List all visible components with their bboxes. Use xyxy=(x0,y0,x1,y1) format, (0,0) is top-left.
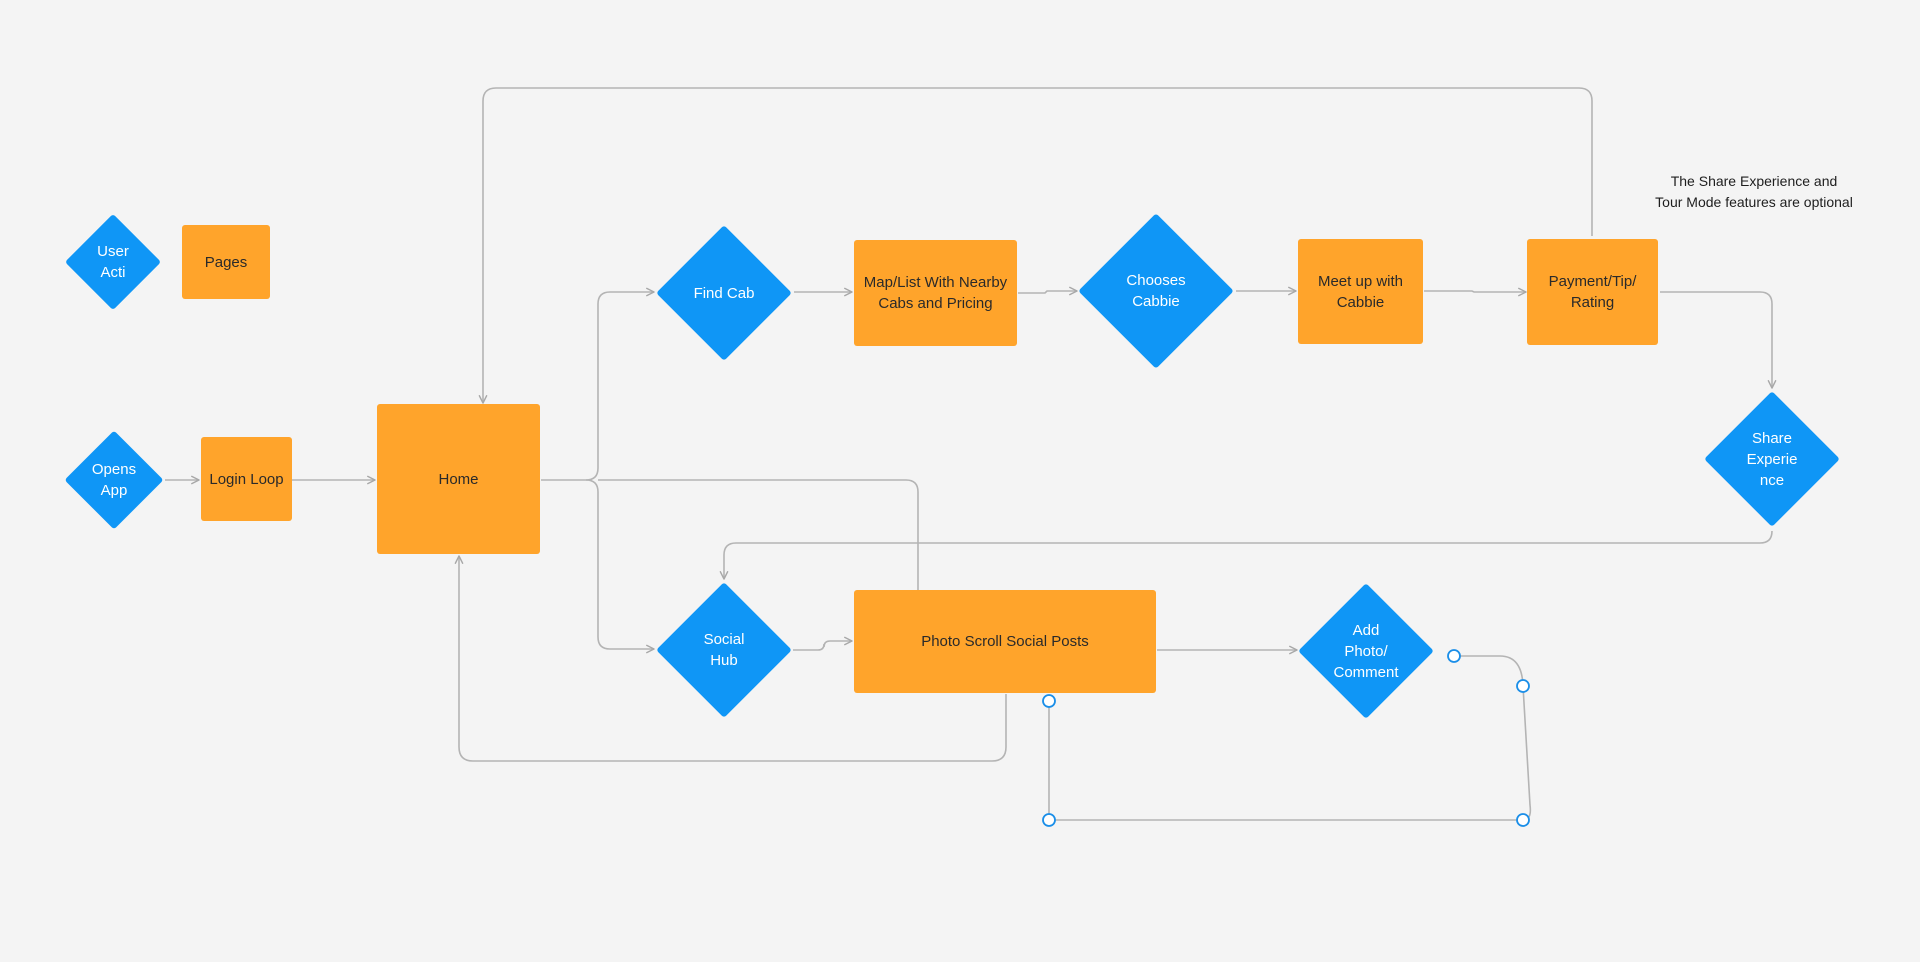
edge-payment-to-share[interactable] xyxy=(1660,291,1777,389)
node-chooses-cabbie[interactable]: Chooses Cabbie xyxy=(1078,213,1234,369)
legend-pages-label: Pages xyxy=(204,253,248,271)
selection-handle[interactable] xyxy=(1516,813,1530,827)
optional-features-note: The Share Experience and Tour Mode featu… xyxy=(1632,171,1876,213)
legend-pages[interactable]: Pages xyxy=(182,225,270,299)
node-meet-up[interactable]: Meet up with Cabbie xyxy=(1298,239,1423,344)
selection-handle[interactable] xyxy=(1516,679,1530,693)
note-line-1: The Share Experience and xyxy=(1670,173,1838,189)
node-opens-app-label: Opens App xyxy=(91,461,137,499)
node-social-hub-label: Social Hub xyxy=(703,631,745,669)
node-map-list[interactable]: Map/List With Nearby Cabs and Pricing xyxy=(854,240,1017,346)
node-home-label: Home xyxy=(438,470,479,488)
edge-meetup-to-payment[interactable] xyxy=(1424,287,1527,297)
edge-payment-to-home[interactable] xyxy=(478,87,1593,404)
node-photo-scroll-label: Photo Scroll Social Posts xyxy=(921,633,1089,650)
edge-home-to-social-hub[interactable] xyxy=(585,479,655,654)
node-login-loop-label: Login Loop xyxy=(209,470,284,488)
selection-handle[interactable] xyxy=(1042,694,1056,708)
node-add-photo-comment[interactable]: Add Photo/ Comment xyxy=(1298,582,1434,720)
node-payment[interactable]: Payment/Tip/ Rating xyxy=(1527,239,1658,345)
edge-photo-to-home[interactable] xyxy=(454,555,1007,762)
selection-handle[interactable] xyxy=(1447,649,1461,663)
node-share-experience[interactable]: Share Experie nce xyxy=(1704,390,1840,528)
node-home[interactable]: Home xyxy=(377,404,540,554)
node-payment-label: Payment/Tip/ Rating xyxy=(1548,273,1637,311)
node-find-cab[interactable]: Find Cab xyxy=(656,225,792,361)
node-share-experience-label: Share Experie nce xyxy=(1746,429,1798,489)
edge-home-to-photo-scroll[interactable] xyxy=(598,479,919,590)
edge-social-hub-to-photo[interactable] xyxy=(793,636,853,651)
edge-map-to-chooses[interactable] xyxy=(1018,286,1078,296)
node-add-photo-label: Add Photo/ Comment xyxy=(1333,621,1399,681)
node-login-loop[interactable]: Login Loop xyxy=(201,437,292,521)
node-chooses-cabbie-label: Chooses Cabbie xyxy=(1126,272,1186,310)
node-opens-app[interactable]: Opens App xyxy=(64,430,164,530)
edge-share-to-social-hub[interactable] xyxy=(719,530,1773,580)
node-photo-scroll[interactable]: Photo Scroll Social Posts xyxy=(854,590,1156,693)
selection-handle[interactable] xyxy=(1042,813,1056,827)
node-find-cab-label: Find Cab xyxy=(693,284,755,302)
node-meet-up-label: Meet up with Cabbie xyxy=(1317,272,1404,311)
note-line-2: Tour Mode features are optional xyxy=(1655,194,1853,210)
edge-home-to-find-cab[interactable] xyxy=(541,287,655,481)
node-map-list-label: Map/List With Nearby Cabs and Pricing xyxy=(863,274,1008,312)
legend-user-action-label: User Acti xyxy=(97,243,129,281)
node-social-hub[interactable]: Social Hub xyxy=(656,582,792,718)
legend-user-action[interactable]: User Acti xyxy=(64,213,162,311)
